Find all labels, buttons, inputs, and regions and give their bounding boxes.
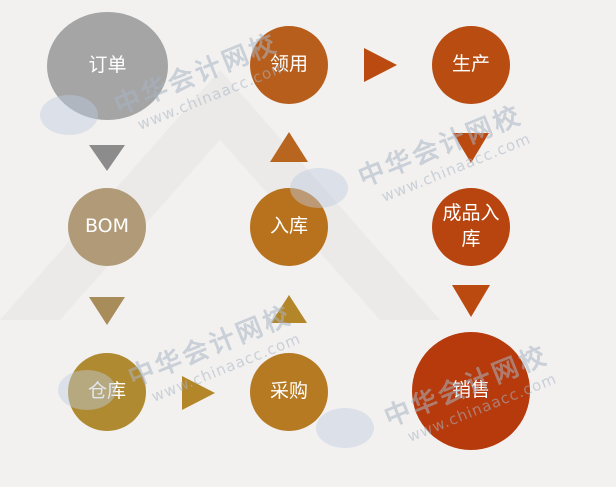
stock-in-node: 入库 [250,188,328,266]
arrow-receive-to-production [364,48,397,82]
arrow-stock-in-to-receive [270,132,308,162]
finished-goods-label-line2: 库 [461,228,481,250]
arrow-bom-to-warehouse [89,297,125,325]
sales-node: 销售 [412,332,530,450]
watermark-logo-icon [316,408,374,448]
receive-label: 领用 [269,53,308,76]
bom-node: BOM [68,188,146,266]
stock-in-label: 入库 [269,215,308,238]
finished-goods-node: 成品入 库 [432,188,510,266]
arrow-purchase-to-stock-in [271,295,307,323]
bom-label: BOM [84,215,130,238]
warehouse-node: 仓库 [68,353,146,431]
production-label: 生产 [451,53,490,76]
watermark-logo-icon [40,95,98,135]
receive-node: 领用 [250,26,328,104]
watermark-logo-icon [58,370,116,410]
watermark-logo-icon [290,168,348,208]
sales-label: 销售 [451,379,490,402]
warehouse-label: 仓库 [87,380,126,403]
arrow-production-to-finished [453,133,489,163]
arrow-warehouse-to-purchase [182,376,215,410]
production-node: 生产 [432,26,510,104]
purchase-label: 采购 [269,380,308,403]
finished-goods-label-line1: 成品入 [442,202,500,225]
order-label: 订单 [88,54,127,77]
order-node: 订单 [47,12,168,120]
arrow-order-to-bom [89,145,125,171]
purchase-node: 采购 [250,353,328,431]
arrow-finished-to-sales [452,285,490,317]
